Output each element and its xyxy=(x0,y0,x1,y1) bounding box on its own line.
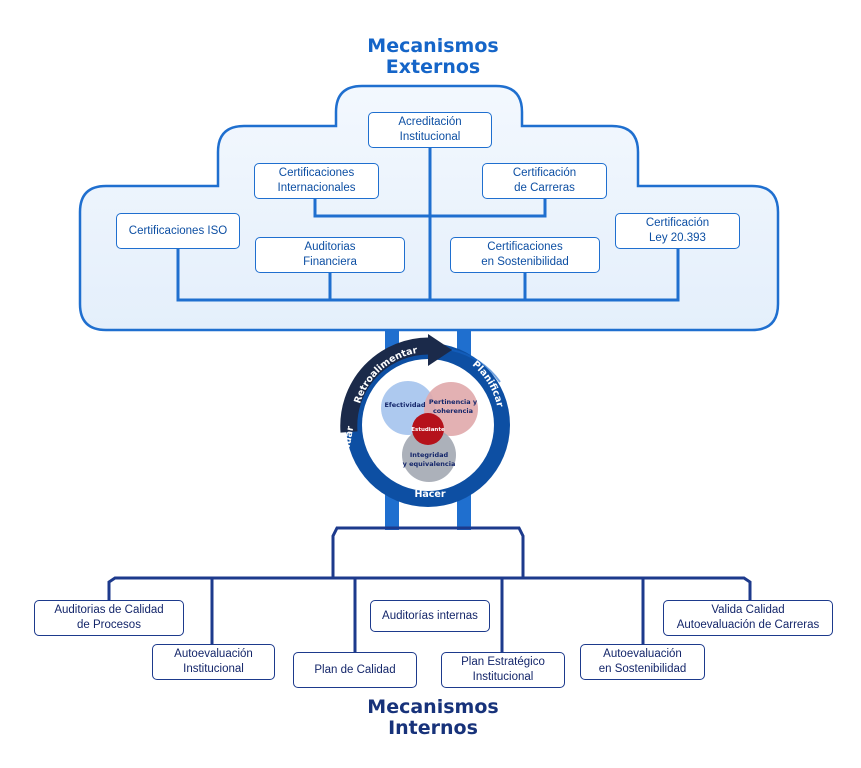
box-certificaciones-iso: Certificaciones ISO xyxy=(116,213,240,249)
internal-title: Mecanismos Internos xyxy=(283,697,583,739)
external-title-line1: Mecanismos xyxy=(367,35,499,57)
box-plan-calidad: Plan de Calidad xyxy=(293,652,417,688)
pdca-cycle xyxy=(340,334,510,507)
box-certificacion-ley: Certificación Ley 20.393 xyxy=(615,213,740,249)
box-certificaciones-internacionales: Certificaciones Internacionales xyxy=(254,163,379,199)
box-plan-estrategico: Plan Estratégico Institucional xyxy=(441,652,565,688)
box-autoevaluacion-institucional: Autoevaluación Institucional xyxy=(152,644,275,680)
external-title: Mecanismos Externos xyxy=(283,36,583,78)
box-autoevaluacion-sostenibilidad: Autoevaluación en Sostenibilidad xyxy=(580,644,705,680)
box-auditorias-internas: Auditorías internas xyxy=(370,600,490,632)
internal-title-line2: Internos xyxy=(388,717,478,739)
box-acreditacion-institucional: Acreditación Institucional xyxy=(368,112,492,148)
box-certificacion-carreras: Certificación de Carreras xyxy=(482,163,607,199)
box-auditorias-financiera: Auditorias Financiera xyxy=(255,237,405,273)
external-title-line2: Externos xyxy=(385,56,481,78)
internal-connectors xyxy=(107,526,752,652)
internal-title-line1: Mecanismos xyxy=(367,696,499,718)
external-connectors xyxy=(176,145,680,302)
box-auditorias-calidad-procesos: Auditorias de Calidad de Procesos xyxy=(34,600,184,636)
box-certificaciones-sostenibilidad: Certificaciones en Sostenibilidad xyxy=(450,237,600,273)
box-valida-calidad: Valida Calidad Autoevaluación de Carrera… xyxy=(663,600,833,636)
